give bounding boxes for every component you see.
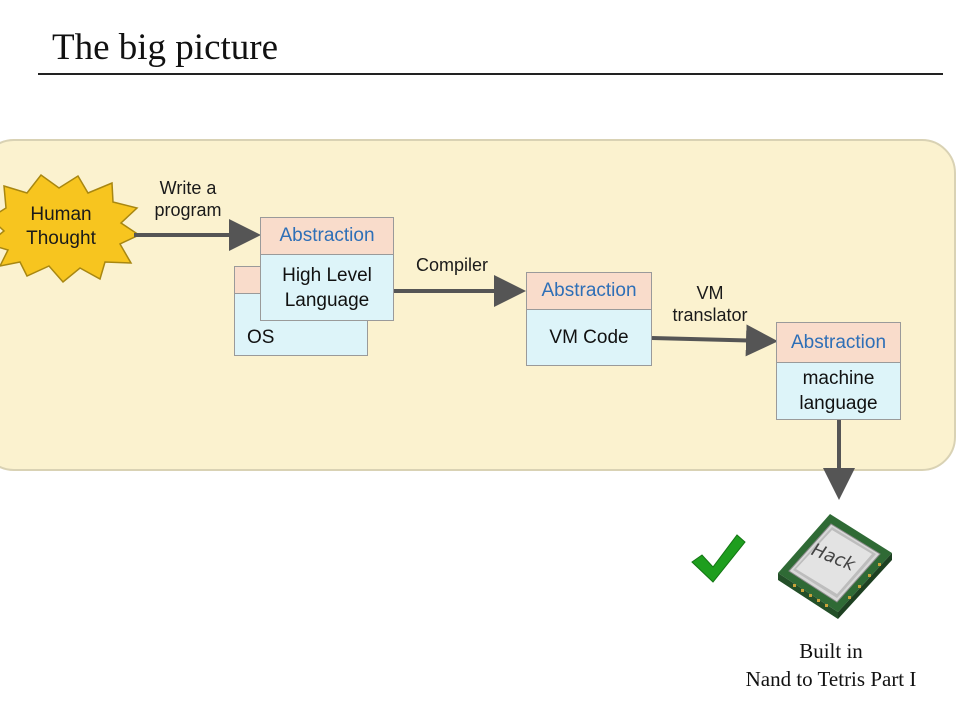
high-level-line1: High Level <box>282 264 372 286</box>
high-level-abstraction-header: Abstraction <box>260 217 394 255</box>
human-thought-label: Human Thought <box>6 203 116 251</box>
machine-line1: machine <box>802 368 875 389</box>
caption-line2: Nand to Tetris Part I <box>745 667 917 691</box>
compiler-label: Compiler <box>415 255 489 275</box>
vm-code-label: VM Code <box>549 327 629 348</box>
vm-code-box: VM Code <box>526 309 652 366</box>
write-program-label: Write a program <box>140 177 236 221</box>
vm-translator-line2: translator <box>672 305 748 325</box>
vm-code-abstraction-header: Abstraction <box>526 272 652 310</box>
slide-title: The big picture <box>52 27 279 68</box>
hardware-caption: Built in Nand to Tetris Part I <box>718 637 944 693</box>
high-level-line2: Language <box>284 289 370 311</box>
title-underline <box>38 73 943 75</box>
human-thought-line1: Human <box>30 204 92 225</box>
hack-chip-icon <box>778 514 892 619</box>
vm-translator-line1: VM <box>696 283 724 303</box>
machine-line2: language <box>799 393 878 414</box>
machine-language-box: machine language <box>776 362 901 420</box>
checkmark-icon <box>691 534 746 583</box>
human-thought-burst <box>0 173 141 284</box>
high-level-language-box: High Level Language <box>260 254 394 321</box>
vm-translator-label: VM translator <box>662 282 758 326</box>
os-label: OS <box>247 327 275 348</box>
human-thought-line2: Thought <box>26 228 96 249</box>
caption-line1: Built in <box>799 639 863 663</box>
vm-translator-arrow <box>651 324 778 357</box>
machine-abstraction-header: Abstraction <box>776 322 901 363</box>
write-program-line2: program <box>154 200 222 220</box>
write-program-line1: Write a <box>159 178 217 198</box>
